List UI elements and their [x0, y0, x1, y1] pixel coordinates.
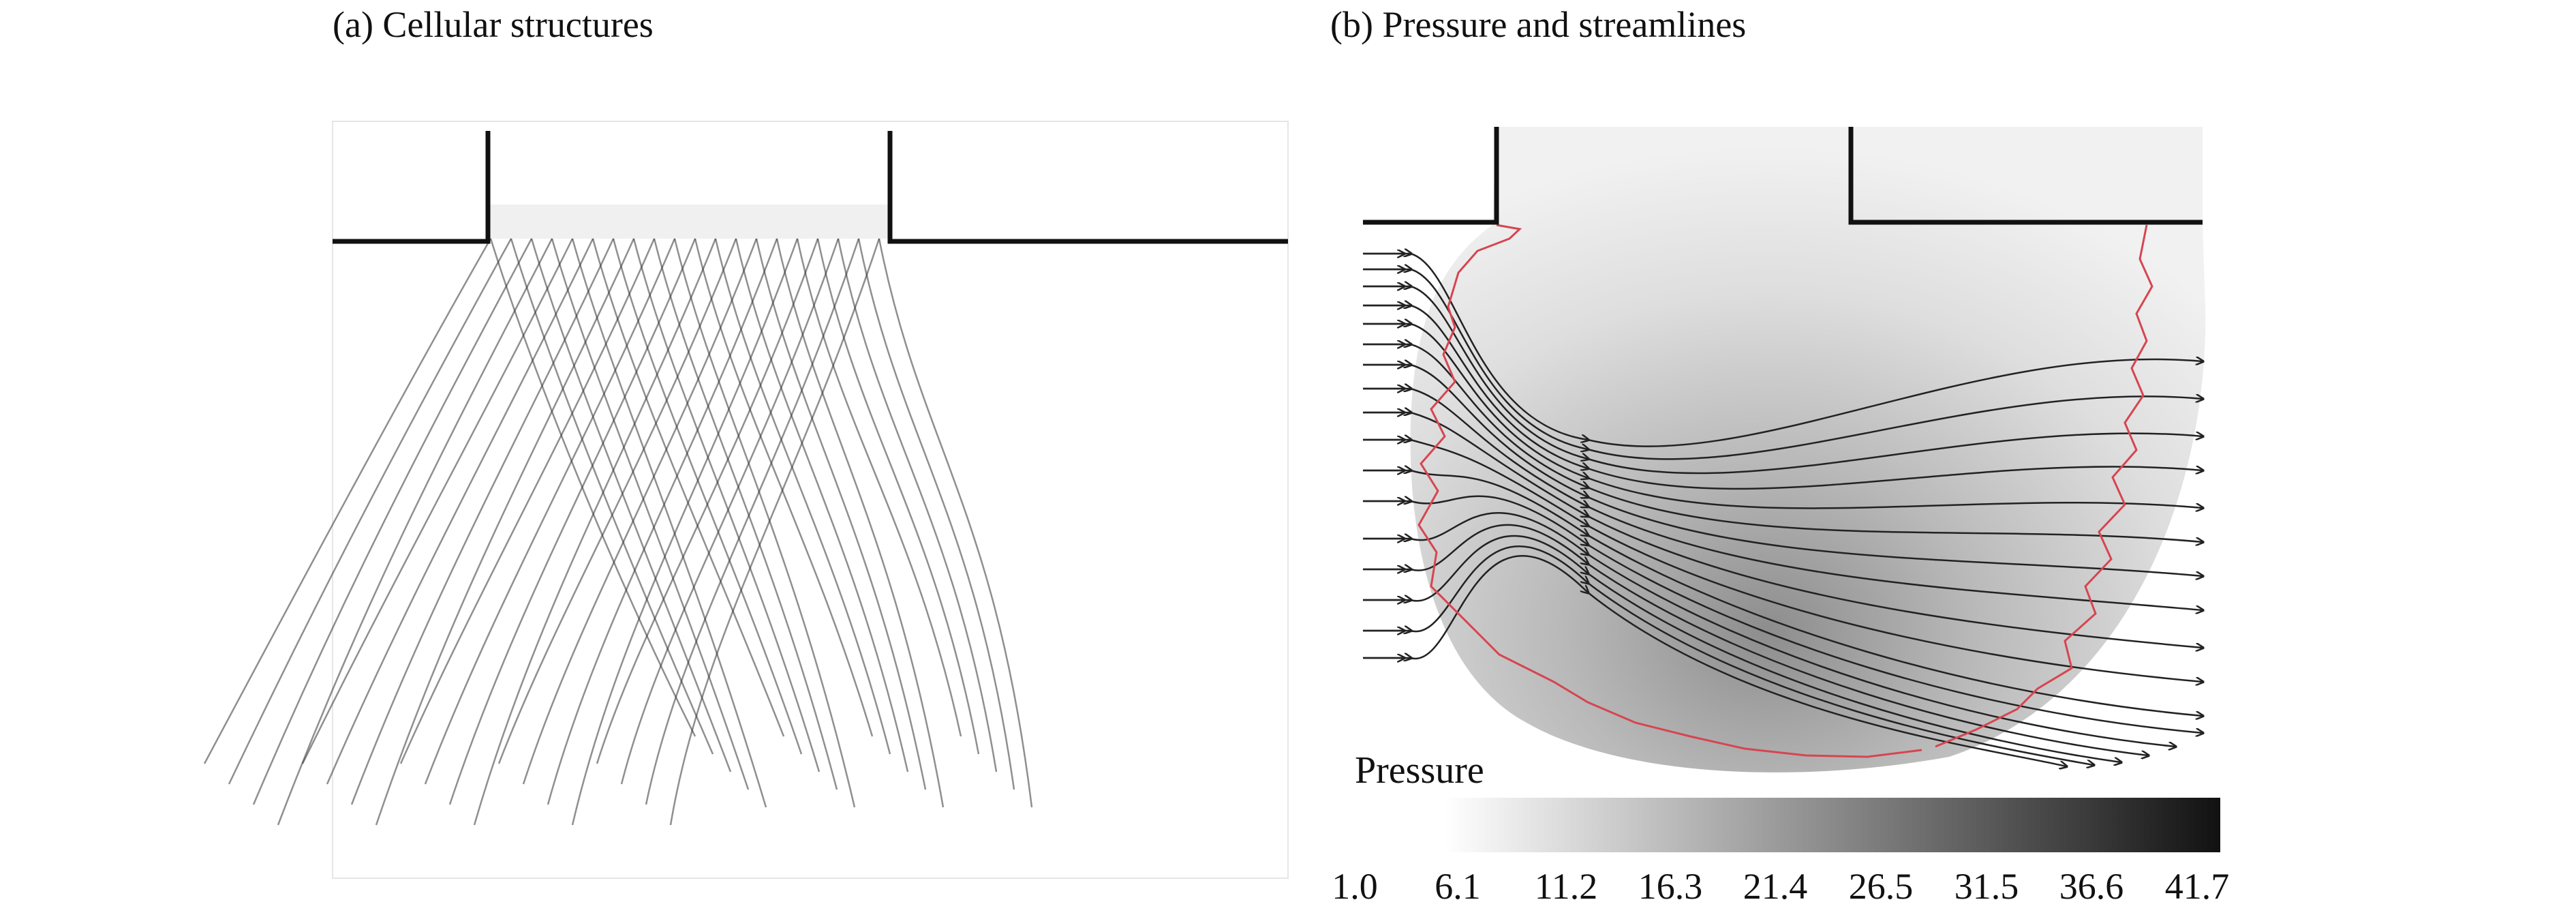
cell-track: [551, 238, 750, 790]
detonation-front-left: [1417, 224, 1922, 758]
cell-track: [547, 238, 778, 805]
colorbar-title: Pressure: [1355, 749, 1484, 792]
cell-track: [252, 238, 533, 805]
cell-track: [653, 238, 838, 790]
cell-track: [326, 238, 594, 785]
cell-track: [448, 238, 696, 805]
panel-b-wall: [1363, 127, 2203, 225]
colorbar-tick: 26.5: [1848, 866, 1914, 907]
cell-track: [645, 238, 860, 805]
colorbar-gradient: [1445, 798, 2220, 852]
cell-track: [596, 238, 819, 764]
panel-b-title: (b) Pressure and streamlines: [1330, 4, 1747, 45]
cell-track: [522, 238, 758, 785]
panel-b: [1363, 127, 2206, 772]
colorbar-tick: 36.6: [2059, 866, 2124, 907]
panel-a-frame: [332, 121, 1289, 879]
panel-a-title: (a) Cellular structures: [333, 4, 654, 45]
cell-track: [755, 238, 927, 790]
cell-track: [571, 238, 799, 826]
cell-track: [878, 238, 1033, 808]
colorbar-tick: 21.4: [1743, 866, 1808, 907]
cell-track: [612, 238, 803, 755]
detonation-front-right: [1935, 224, 2153, 748]
colorbar-tick: 11.2: [1534, 866, 1598, 907]
cell-track: [375, 238, 635, 826]
colorbar-tick: 41.7: [2164, 866, 2230, 907]
cell-track: [673, 238, 856, 808]
cell-track: [203, 238, 492, 764]
cell-track: [735, 238, 909, 772]
cell-track: [620, 238, 840, 785]
cell-track: [277, 238, 553, 826]
cell-track: [424, 238, 676, 785]
colorbar-tick: 31.5: [1954, 866, 2019, 907]
cell-track: [301, 238, 574, 764]
cell-track: [632, 238, 821, 772]
cell-track: [694, 238, 874, 737]
panel-a-inlet-haze: [488, 205, 890, 239]
cell-track: [816, 238, 980, 755]
colorbar-tick: 6.1: [1435, 866, 1481, 907]
cell-track: [592, 238, 785, 737]
panel-a: [203, 121, 1289, 879]
cell-track: [473, 238, 717, 826]
streamline: [1363, 555, 2066, 766]
panel-a-wall: [333, 131, 1288, 244]
cell-track: [510, 238, 714, 755]
cell-track: [837, 238, 998, 772]
cell-track: [489, 238, 696, 737]
cell-track: [857, 238, 1015, 790]
cell-track: [571, 238, 767, 808]
cell-track: [669, 238, 880, 826]
cell-track: [776, 238, 945, 808]
cell-track: [796, 238, 962, 737]
cell-track: [714, 238, 891, 755]
colorbar-tick: 16.3: [1638, 866, 1703, 907]
colorbar-tick: 1.0: [1332, 866, 1378, 907]
cell-track: [228, 238, 512, 785]
cellular-pattern: [203, 238, 1033, 826]
cell-track: [399, 238, 656, 764]
cell-track: [497, 238, 737, 764]
pressure-colorbar: [1445, 798, 2220, 852]
cell-track: [350, 238, 615, 805]
cell-track: [530, 238, 732, 772]
